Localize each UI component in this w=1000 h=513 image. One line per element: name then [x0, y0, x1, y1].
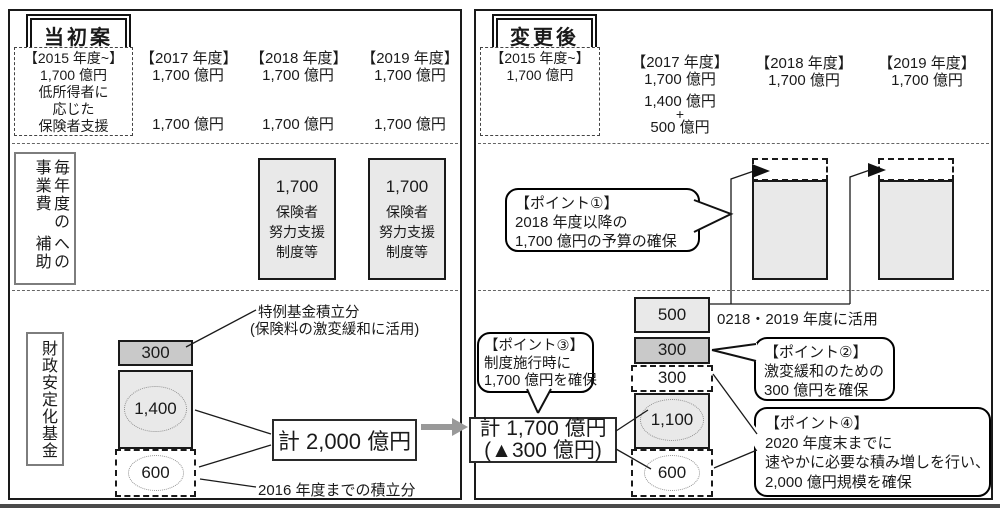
insurer-support-box-2018: 1,700 保険者 努力支援 制度等	[258, 158, 336, 280]
fy2018-amount: 1,700 億円	[768, 72, 840, 89]
point4-line4: 2,000 億円規模を確保	[765, 473, 912, 491]
total-1700-line1: 計 1,700 億円	[479, 417, 607, 440]
stack-box-600-dashed: 600	[631, 449, 713, 497]
fy2017-amount: 1,700 億円	[152, 67, 224, 84]
fy2019-amount: 1,700 億円	[891, 72, 963, 89]
fy2019-column-left: 【2019 年度】 1,700 億円	[360, 50, 460, 84]
fund-box-300: 300	[118, 340, 193, 366]
budget-reserve-dashed-top-2018	[752, 158, 828, 181]
usage-note: 0218・2019 年度に活用	[717, 311, 878, 328]
fy2015-box-left: 【2015 年度~】 1,700 億円 低所得者に 応じた 保険者支援	[14, 47, 133, 136]
insurer-support-box-2019: 1,700 保険者 努力支援 制度等	[368, 158, 446, 280]
budget-body-2018	[752, 180, 828, 280]
fy2017-amount-500: 500 億円	[650, 119, 710, 136]
special-fund-note-line2: (保険料の激変緩和に活用)	[250, 322, 420, 338]
fy2015-amount: 1,700 億円	[40, 67, 107, 83]
fund-1400-ellipse: 1,400	[124, 386, 187, 432]
insurer-support-amount: 1,700	[275, 176, 319, 196]
stack-box-500: 500	[634, 297, 710, 333]
fy2017-amount: 1,700 億円	[644, 71, 716, 88]
point3-line2: 制度施行時に	[484, 355, 571, 372]
note-2016-reserve: 2016 年度までの積立分	[258, 482, 416, 499]
bottom-rule	[0, 504, 1000, 508]
section-divider	[478, 290, 989, 291]
section-divider	[12, 143, 458, 144]
point2-bubble: 【ポイント②】 激変緩和のための 300 億円を確保	[754, 337, 895, 401]
fy2015-box-right: 【2015 年度~】 1,700 億円	[480, 47, 600, 136]
insurer-support-text2: 努力支援	[379, 223, 435, 240]
insurer-support-text1: 保険者	[386, 203, 428, 220]
fy2018-column-right: 【2018 年度】 1,700 億円	[752, 55, 856, 89]
annual-subsidy-label: 毎年度の事業費 への補助	[14, 152, 76, 285]
fy2015-header: 【2015 年度~】	[490, 50, 590, 66]
fy2019-amount: 1,700 億円	[374, 67, 446, 84]
fy2017-amount-row2: 1,700 億円	[152, 116, 224, 133]
point1-bubble: 【ポイント①】 2018 年度以降の 1,700 億円の予算の確保	[505, 188, 700, 252]
point4-title: 【ポイント④】	[765, 415, 869, 432]
point4-line3: 速やかに必要な積み増しを行い、	[765, 454, 991, 471]
plus-sign: +	[675, 106, 685, 122]
insurer-support-text1: 保険者	[276, 203, 318, 220]
point3-title: 【ポイント③】	[484, 338, 584, 354]
stack-box-300-planned: 300	[631, 365, 713, 392]
fy2015-amount: 1,700 億円	[506, 67, 574, 83]
fy2017-amount-1400: 1,400 億円	[644, 93, 716, 110]
budget-reserve-dashed-top-2019	[878, 158, 954, 181]
section-divider	[12, 290, 458, 291]
special-fund-note-line1: 特例基金積立分	[258, 305, 360, 321]
point2-line3: 300 億円を確保	[764, 382, 869, 399]
fy2017-column-right: 【2017 年度】 1,700 億円	[628, 54, 732, 88]
point1-line3: 1,700 億円の予算の確保	[515, 233, 677, 250]
point4-line2: 2020 年度末までに	[765, 434, 893, 452]
point3-line3: 1,700 億円を確保	[484, 373, 597, 389]
annual-subsidy-label-line2: への補助	[32, 234, 68, 271]
fy2017-header: 【2017 年度】	[140, 50, 238, 67]
fy2019-header: 【2019 年度】	[878, 55, 976, 72]
point1-line2: 2018 年度以降の	[515, 214, 628, 231]
budget-body-2019	[878, 180, 954, 280]
insurer-support-text3: 制度等	[386, 243, 428, 260]
total-1700-box: 計 1,700 億円 (▲300 億円)	[469, 417, 617, 463]
insurer-support-amount: 1,700	[385, 176, 429, 196]
section-divider	[478, 143, 989, 144]
total-2000-box: 計 2,000 億円	[272, 419, 417, 461]
fy2018-header: 【2018 年度】	[755, 55, 853, 72]
stack-box-300-secured: 300	[634, 337, 710, 364]
fy2019-column-right: 【2019 年度】 1,700 億円	[872, 55, 982, 89]
annual-subsidy-label-line1: 毎年度の事業費	[32, 159, 68, 231]
point4-bubble: 【ポイント④】 2020 年度末までに 速やかに必要な積み増しを行い、 2,00…	[754, 407, 991, 497]
fy2019-header: 【2019 年度】	[361, 50, 459, 67]
stack-600-ellipse: 600	[644, 455, 700, 491]
point2-line2: 激変緩和のための	[764, 363, 885, 380]
fy2018-column-left: 【2018 年度】 1,700 億円	[250, 50, 348, 84]
stabilization-fund-label: 財政安定化基金	[26, 332, 64, 466]
fy2015-header: 【2015 年度~】	[23, 50, 124, 66]
fy2015-note-line2: 応じた	[52, 101, 95, 117]
stack-box-1100: 1,100	[634, 393, 710, 449]
total-1700-line2: (▲300 億円)	[484, 439, 602, 462]
insurer-support-text3: 制度等	[276, 243, 318, 260]
stack-1100-ellipse: 1,100	[640, 399, 704, 441]
point3-bubble: 【ポイント③】 制度施行時に 1,700 億円を確保	[477, 332, 597, 393]
fy2017-header: 【2017 年度】	[631, 54, 729, 71]
fund-box-600-dashed: 600	[115, 449, 196, 497]
fund-box-1400: 1,400	[118, 370, 193, 449]
point1-title: 【ポイント①】	[515, 195, 619, 212]
point2-title: 【ポイント②】	[764, 344, 868, 361]
fy2017-column-left: 【2017 年度】 1,700 億円	[140, 50, 238, 84]
fy2018-amount-row2: 1,700 億円	[262, 116, 334, 133]
fy2018-amount: 1,700 億円	[262, 67, 334, 84]
fund-600-ellipse: 600	[127, 455, 184, 491]
fy2015-note-line3: 保険者支援	[38, 118, 109, 134]
fy2018-header: 【2018 年度】	[250, 50, 348, 67]
fy2019-amount-row2: 1,700 億円	[374, 116, 446, 133]
insurer-support-text2: 努力支援	[269, 223, 325, 240]
fy2015-note-line1: 低所得者に	[38, 84, 109, 100]
